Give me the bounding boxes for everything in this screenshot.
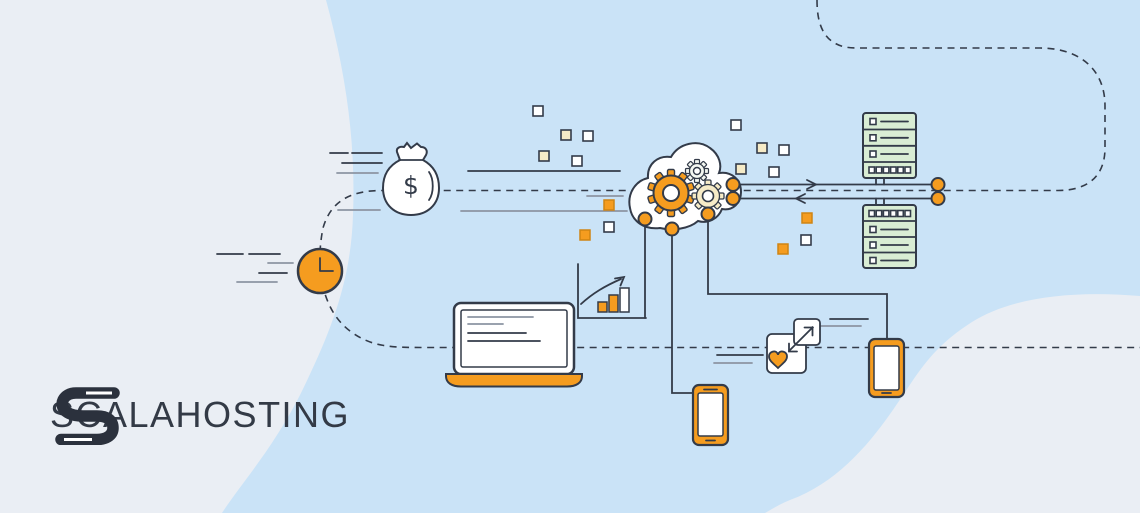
cloud-left-lines [460,170,628,212]
left-wave-shape [0,0,354,513]
dollar-symbol: $ [403,171,419,200]
cloud-icon [628,142,743,231]
connector-lines [577,177,936,394]
smartphone-large-icon [867,337,906,399]
gear-small-icon [684,158,710,184]
server-rack-top-icon [862,112,917,179]
growth-chart-icon [580,275,630,313]
connection-dots [637,177,946,237]
expand-arrows-icon [766,318,821,374]
clock-speed-lines [216,253,294,283]
server-led-row [868,166,912,174]
data-squares [532,105,813,255]
server-rack-bottom-icon [862,204,917,269]
clock-icon [296,247,344,295]
dashed-route-path [319,0,1140,349]
heart-icon [768,350,788,370]
money-bag-speed-lines [329,152,383,211]
bottom-right-wave-shape [765,294,1140,513]
money-bag-icon: $ [381,141,441,217]
gear-large-icon [647,168,695,218]
server-led-row [868,209,912,218]
scala-s-logo-icon [55,387,120,445]
logo: SCALAHOSTING [50,385,350,445]
expand-icon-speed-lines [713,318,869,364]
laptop-icon [445,301,583,388]
gear-medium-icon [691,179,725,213]
smartphone-small-icon [691,383,730,447]
